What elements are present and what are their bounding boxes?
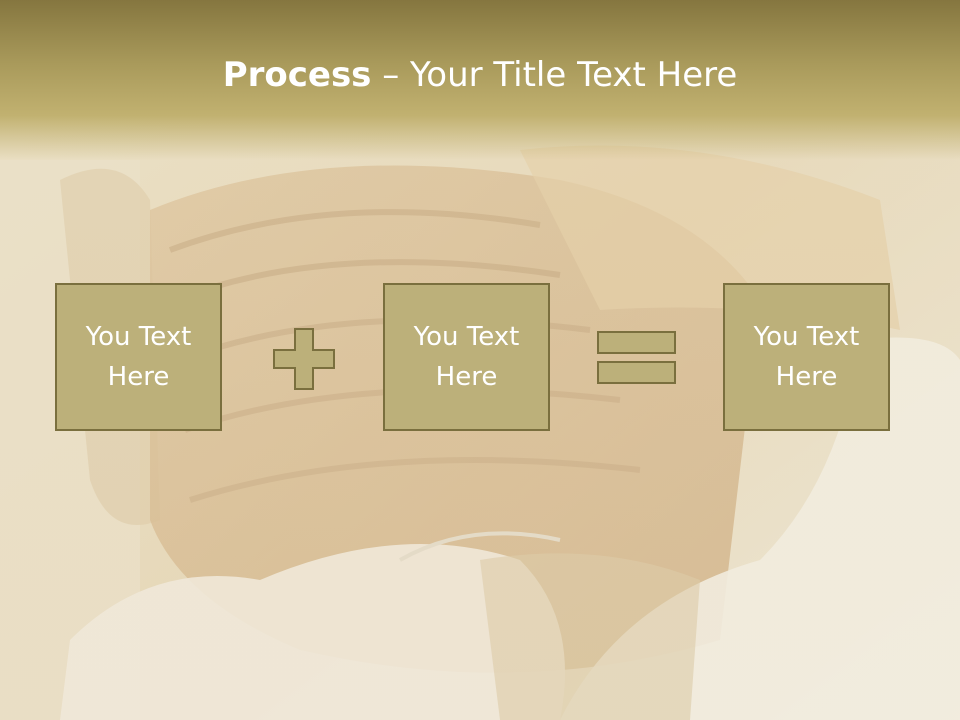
title-rest-part: – Your Title Text Here	[371, 55, 738, 95]
process-box-1-text: You Text Here	[69, 317, 209, 397]
process-box-1-line1: You Text	[85, 322, 192, 352]
equals-icon	[597, 331, 676, 384]
title-band	[0, 0, 960, 160]
process-box-2-text: You Text Here	[397, 317, 537, 397]
process-box-2-line2: Here	[435, 362, 498, 392]
process-box-1[interactable]: You Text Here	[55, 283, 222, 431]
slide-title: Process – Your Title Text Here	[0, 52, 960, 98]
title-bold-part: Process	[222, 55, 372, 95]
process-box-3-line1: You Text	[753, 322, 860, 352]
process-box-2[interactable]: You Text Here	[383, 283, 550, 431]
process-box-3-line2: Here	[775, 362, 838, 392]
process-box-1-line2: Here	[107, 362, 170, 392]
plus-icon	[273, 328, 335, 390]
process-box-2-line1: You Text	[413, 322, 520, 352]
process-box-3[interactable]: You Text Here	[723, 283, 890, 431]
process-box-3-text: You Text Here	[737, 317, 877, 397]
